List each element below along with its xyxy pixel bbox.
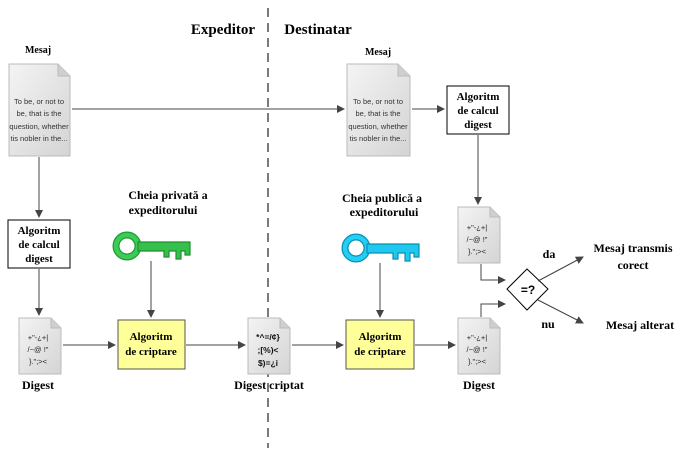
hash-algorithm-box-receiver: Algoritm de calcul digest xyxy=(446,85,510,135)
svg-text:de calcul: de calcul xyxy=(457,105,498,117)
svg-text:Algoritm: Algoritm xyxy=(130,331,173,343)
message-line: To be, or not to xyxy=(14,97,64,106)
svg-text:}.";><: }.";>< xyxy=(29,357,48,366)
sender-header: Expeditor xyxy=(191,22,256,38)
svg-text:Algoritm: Algoritm xyxy=(359,331,402,343)
svg-text:/~@ !": /~@ !" xyxy=(467,345,488,354)
encrypted-digest-document: *^=/¢} ;[%)< $)=¿i xyxy=(247,317,291,375)
message-line: tis nobler in the... xyxy=(349,134,406,143)
svg-text:=?: =? xyxy=(521,283,535,297)
svg-text:;[%)<: ;[%)< xyxy=(257,345,278,355)
svg-text:+"-¿+|: +"-¿+| xyxy=(467,223,488,232)
svg-text:/~@ !": /~@ !" xyxy=(467,235,488,244)
svg-text:+"-¿+|: +"-¿+| xyxy=(467,333,488,342)
svg-text:de criptare: de criptare xyxy=(125,346,177,358)
message-line: question, whether xyxy=(348,122,408,131)
result-correct-label: corect xyxy=(617,258,648,272)
private-key-label: Cheia privată a xyxy=(128,188,207,202)
svg-text:Algoritm: Algoritm xyxy=(457,91,500,103)
svg-text:+"-¿+|: +"-¿+| xyxy=(28,333,49,342)
message-line: be, that is the xyxy=(355,109,400,118)
svg-text:de calcul: de calcul xyxy=(18,239,59,251)
computed-digest-document-receiver: +"-¿+| /~@ !" }.";>< xyxy=(457,206,501,264)
encrypted-digest-label: Digest criptat xyxy=(234,378,304,392)
digest-label-receiver: Digest xyxy=(463,378,495,392)
svg-text:digest: digest xyxy=(464,119,492,131)
message-line: To be, or not to xyxy=(353,97,403,106)
private-key-label: expeditorului xyxy=(129,203,198,217)
svg-text:de criptare: de criptare xyxy=(354,346,406,358)
public-key-label: expeditorului xyxy=(350,205,419,219)
public-key-icon xyxy=(341,233,420,263)
message-document-receiver: To be, or not to be, that is the questio… xyxy=(346,63,411,157)
yes-label: da xyxy=(543,247,556,261)
digest-label-sender: Digest xyxy=(22,378,54,392)
svg-text:}.";><: }.";>< xyxy=(468,247,487,256)
public-key-label: Cheia publică a xyxy=(342,191,422,205)
comparison-diamond: =? xyxy=(506,268,549,311)
decryption-algorithm-box: Algoritm de criptare xyxy=(345,319,415,370)
flow-arrows xyxy=(35,105,584,349)
svg-text:Algoritm: Algoritm xyxy=(18,225,61,237)
encryption-algorithm-box: Algoritm de criptare xyxy=(117,319,186,370)
message-label-receiver: Mesaj xyxy=(365,47,391,58)
message-line: tis nobler in the... xyxy=(10,134,67,143)
svg-text:/~@ !": /~@ !" xyxy=(28,345,49,354)
svg-text:}.";><: }.";>< xyxy=(468,357,487,366)
decrypted-digest-document-receiver: +"-¿+| /~@ !" }.";>< xyxy=(457,317,501,375)
private-key-icon xyxy=(112,231,191,261)
result-correct-label: Mesaj transmis xyxy=(594,241,673,255)
digest-document-sender: +"-¿+| /~@ !" }.";>< xyxy=(18,317,62,375)
message-line: be, that is the xyxy=(16,109,61,118)
svg-text:$)=¿i: $)=¿i xyxy=(258,358,278,368)
message-line: question, whether xyxy=(9,122,69,131)
receiver-header: Destinatar xyxy=(284,22,352,38)
svg-text:*^=/¢}: *^=/¢} xyxy=(256,332,280,342)
no-label: nu xyxy=(541,317,555,331)
result-altered-label: Mesaj alterat xyxy=(606,318,674,332)
message-document-sender: To be, or not to be, that is the questio… xyxy=(8,63,71,157)
hash-algorithm-box-sender: Algoritm de calcul digest xyxy=(7,219,71,269)
message-label-sender: Mesaj xyxy=(25,45,51,56)
svg-text:digest: digest xyxy=(25,253,53,265)
